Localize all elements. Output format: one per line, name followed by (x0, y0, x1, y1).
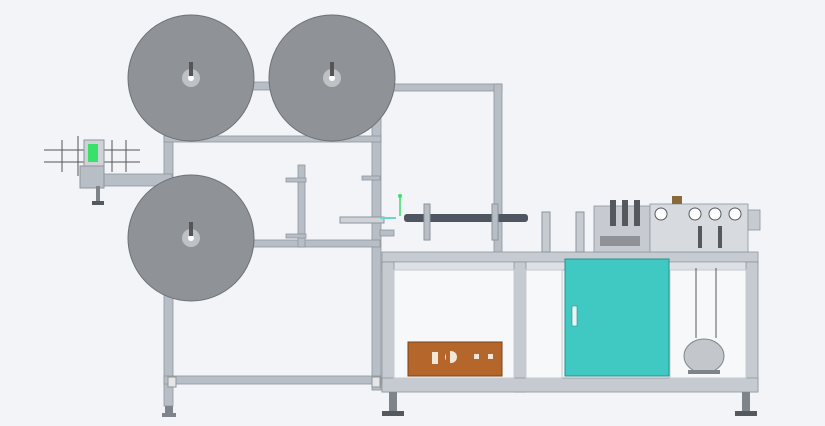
reel-top-left (127, 14, 255, 142)
air-tank-icon (683, 268, 725, 374)
transfer-rod (339, 194, 528, 241)
reel-top-right (268, 14, 396, 142)
component-box (407, 341, 503, 377)
reel-bottom-left (127, 174, 255, 302)
green-tension-spool (88, 144, 98, 162)
table-feet (382, 392, 757, 416)
electric-cabinet-icon (564, 258, 670, 377)
left-feet (162, 376, 381, 417)
ear-loop-feeder (44, 136, 140, 205)
forming-station (541, 196, 761, 253)
